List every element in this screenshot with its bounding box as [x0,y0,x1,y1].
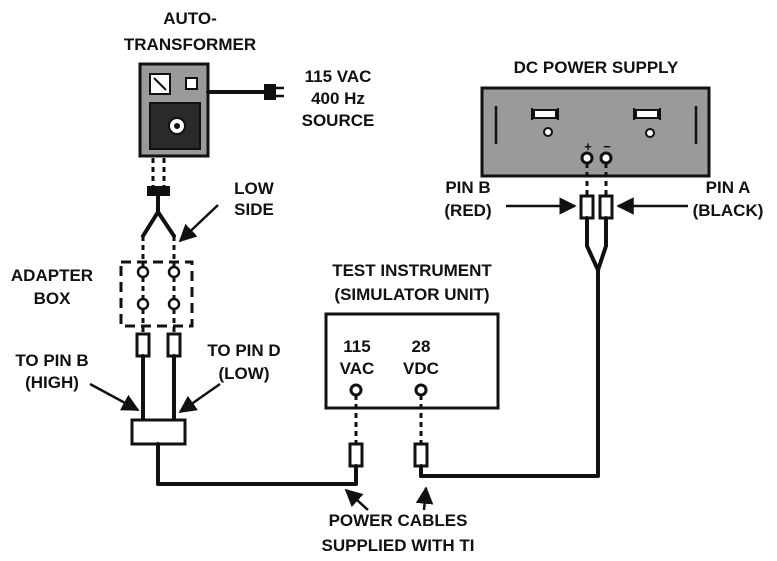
adapter-plug-left [135,332,151,358]
label-ti-115: 115 [343,337,370,356]
label-box: BOX [34,289,72,308]
ti-ac-plug [348,442,364,468]
adapter-jack-br [167,297,181,311]
label-to-pin-b: TO PIN B [15,351,88,370]
adapter-plug-right [166,332,182,358]
label-high: (HIGH) [25,373,79,392]
label-ti-28: 28 [412,337,431,356]
ti-connector [130,418,187,446]
power-switch [185,77,198,90]
label-black: (BLACK) [693,201,764,220]
label-to-pin-d: TO PIN D [207,341,280,360]
label-source-voltage: 115 VAC [305,67,372,86]
adapter-box [119,236,194,334]
ti-terminal-115vac [349,383,363,397]
low-side-arrow [178,204,219,243]
knob-center [174,123,180,129]
label-simulator-unit: (SIMULATOR UNIT) [334,285,489,304]
label-source: SOURCE [302,111,375,130]
label-side: SIDE [234,200,274,219]
autotransformer [138,62,210,158]
dc-meter-left [533,109,557,119]
dc-terminal-plus [580,151,594,165]
pin-d-arrow [178,382,221,414]
label-pin-b: PIN B [445,178,490,197]
dc-knob-left [543,127,553,137]
label-dc-power-supply: DC POWER SUPPLY [514,58,679,77]
label-transformer: TRANSFORMER [124,35,256,54]
label-power-cables: POWER CABLES [329,511,468,530]
dc-knob-right [645,128,655,138]
output-plug [147,186,170,196]
label-test-instrument: TEST INSTRUMENT [332,261,492,280]
label-ti-vdc: VDC [403,359,439,378]
ti-dc-plug [413,442,429,468]
dc-plug-black [598,194,614,220]
adapter-jack-bl [136,297,150,311]
label-low-pin: (LOW) [219,364,270,383]
dc-terminal-minus [599,151,613,165]
label-low: LOW [234,179,275,198]
dc-meter-right [635,109,659,119]
label-supplied-with-ti: SUPPLIED WITH TI [322,536,475,555]
label-auto: AUTO- [163,9,217,28]
label-adapter: ADAPTER [11,266,93,285]
label-pin-a: PIN A [706,178,751,197]
dc-cable [419,216,608,478]
label-source-frequency: 400 Hz [311,89,365,108]
power-cable-arrow-right [415,486,434,511]
dc-supply-trim [494,106,698,144]
test-instrument: 115 VAC 28 VDC [324,312,500,410]
adapter-box-outline [119,260,194,328]
adapter-jack-tl [136,265,150,279]
dc-supply-body [480,86,711,178]
split-cord [141,194,176,238]
label-red: (RED) [444,201,491,220]
plus-sign: + [584,139,592,154]
dc-plug-red [579,194,595,220]
pin-b-arrow [89,382,140,412]
label-ti-vac: VAC [340,359,375,378]
meter-needle [153,77,167,91]
minus-sign: − [603,139,611,154]
ac-power-cable [156,442,358,486]
dc-power-supply: + − [480,86,711,178]
adapter-jack-tr [167,265,181,279]
power-cable-arrow-left [344,488,369,511]
ti-terminal-28vdc [414,383,428,397]
source-plug [264,84,276,100]
